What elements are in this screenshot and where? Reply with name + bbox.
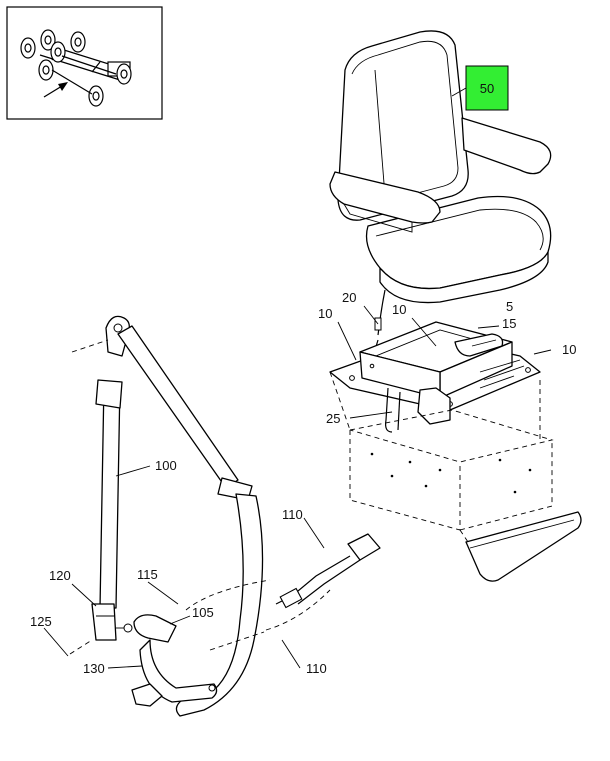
seat-riser-box (349, 409, 582, 582)
callout-115[interactable]: 115 (137, 567, 158, 582)
callout-labels: 20 10 10 5 15 10 25 100 110 115 120 105 … (30, 290, 576, 676)
diagonal-belt (117, 325, 239, 489)
callout-25[interactable]: 25 (326, 411, 340, 426)
callout-20[interactable]: 20 (342, 290, 356, 305)
cab-floor (465, 511, 582, 582)
callout-15[interactable]: 15 (502, 316, 516, 331)
callout-110-a[interactable]: 110 (282, 507, 303, 522)
retractor (91, 603, 117, 641)
seat-backrest (337, 30, 469, 221)
buckle (347, 533, 381, 561)
callout-105[interactable]: 105 (192, 605, 214, 620)
callout-5[interactable]: 5 (506, 299, 513, 314)
callout-10-b[interactable]: 10 (392, 302, 406, 317)
locator-arrow-icon (43, 82, 68, 98)
callout-leaders (43, 305, 552, 669)
callout-125[interactable]: 125 (30, 614, 52, 629)
callout-10-c[interactable]: 10 (562, 342, 576, 357)
callout-110-b[interactable]: 110 (306, 661, 327, 676)
callout-10-a[interactable]: 10 (318, 306, 332, 321)
seat-armrest-left (329, 171, 441, 224)
buckle-latch (133, 614, 177, 643)
callout-50[interactable]: 50 (480, 81, 494, 96)
callout-130[interactable]: 130 (83, 661, 105, 676)
callout-120[interactable]: 120 (49, 568, 71, 583)
shoulder-belt (99, 381, 121, 609)
callout-100[interactable]: 100 (155, 458, 177, 473)
locator-inset (6, 6, 163, 120)
truck-chassis-thumbnail (20, 29, 132, 107)
seat-belt-assembly (69, 315, 381, 717)
adjuster-handle (454, 333, 504, 357)
seat-assembly: 50 (329, 30, 552, 304)
seat-armrest-right (461, 117, 552, 175)
seat-base-suspension (329, 289, 541, 440)
